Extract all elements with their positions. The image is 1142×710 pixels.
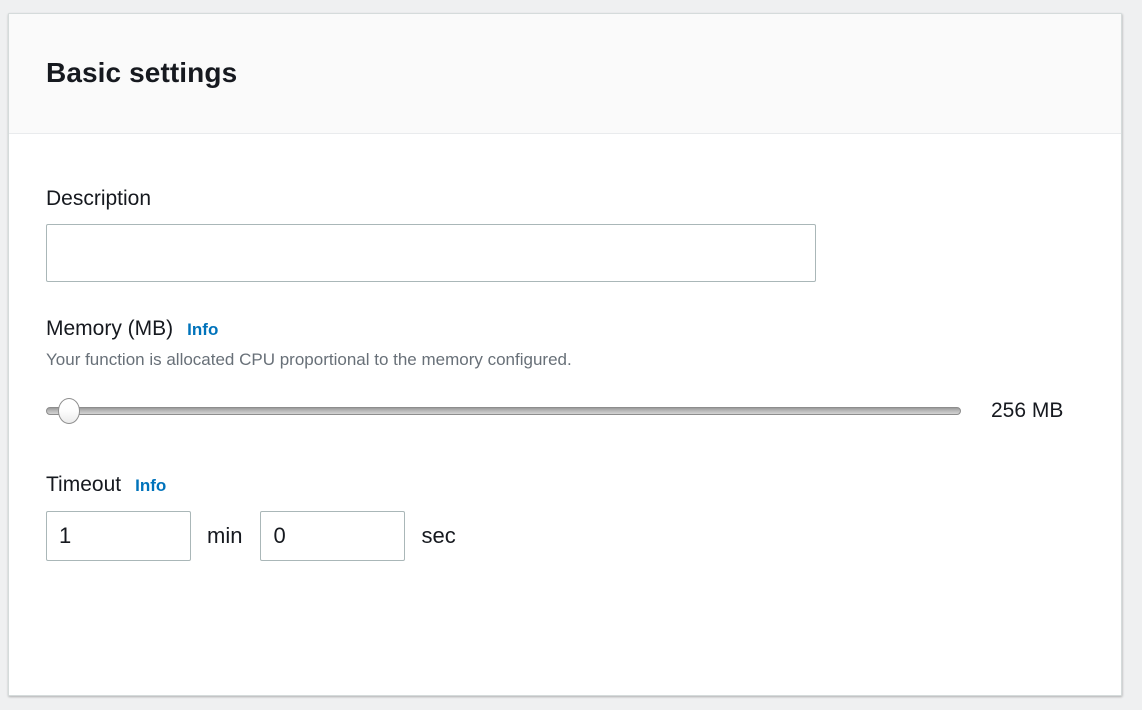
description-label: Description: [46, 186, 1084, 211]
memory-field-group: Memory (MB) Info Your function is alloca…: [46, 316, 1084, 429]
memory-info-link[interactable]: Info: [187, 320, 219, 340]
description-input[interactable]: [46, 224, 816, 283]
timeout-info-link[interactable]: Info: [135, 476, 167, 496]
timeout-field-group: Timeout Info min sec: [46, 472, 1084, 561]
memory-slider-wrap: [46, 394, 961, 429]
timeout-seconds-unit: sec: [421, 522, 456, 548]
memory-label-text: Memory (MB): [46, 317, 174, 341]
description-field-group: Description: [46, 186, 1084, 283]
timeout-inputs-row: min sec: [46, 510, 1084, 561]
timeout-label: Timeout Info: [46, 472, 1084, 497]
description-label-text: Description: [46, 187, 152, 210]
memory-slider-row: 256 MB: [46, 394, 1084, 429]
memory-label: Memory (MB) Info: [46, 316, 1084, 341]
page-title: Basic settings: [46, 57, 238, 89]
panel-header: Basic settings: [9, 14, 1121, 134]
timeout-label-text: Timeout: [46, 473, 122, 497]
timeout-minutes-unit: min: [207, 522, 243, 548]
timeout-seconds-input[interactable]: [260, 510, 406, 561]
timeout-minutes-input[interactable]: [46, 510, 191, 561]
memory-hint-text: Your function is allocated CPU proportio…: [46, 350, 572, 370]
memory-slider[interactable]: [46, 394, 961, 429]
memory-value-label: 256 MB: [991, 399, 1064, 423]
panel-body: Description Memory (MB) Info Your functi…: [9, 134, 1121, 561]
basic-settings-panel: Basic settings Description Memory (MB) I…: [8, 13, 1122, 696]
